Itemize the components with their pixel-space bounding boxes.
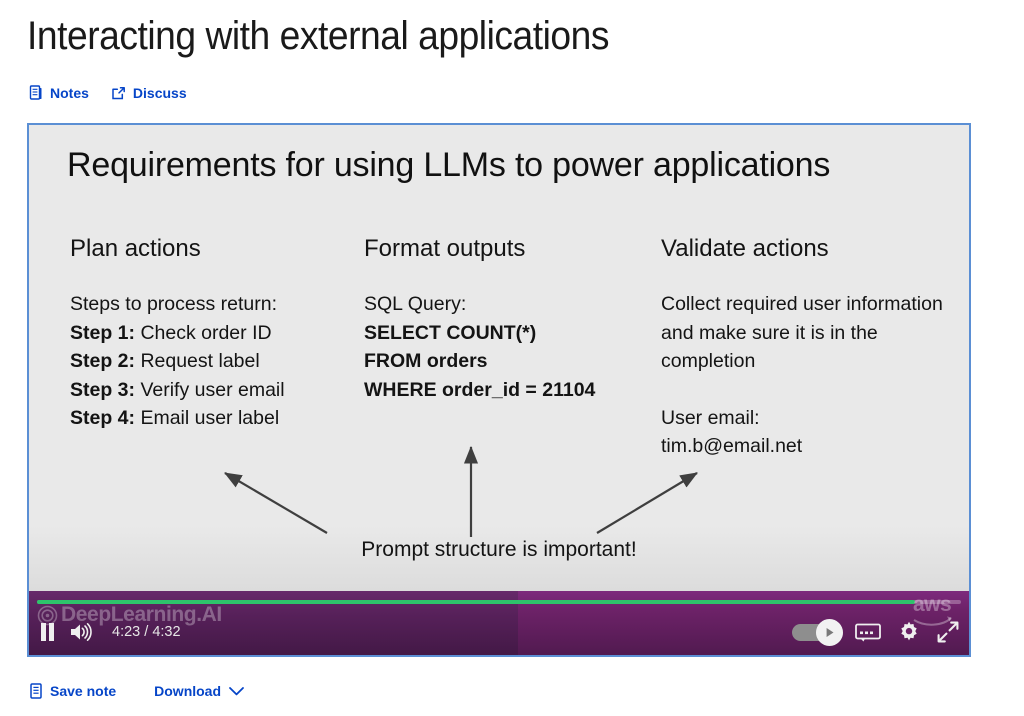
player-left-controls: 4:23 / 4:32 [39,619,181,645]
page-title: Interacting with external applications [27,14,610,58]
body-line: Step 1: Check order ID [70,321,272,344]
progress-bar-fill [37,600,915,604]
column-heading: Plan actions [70,235,201,262]
discuss-link-label: Discuss [132,85,187,101]
body-paragraph: Collect required user information and ma… [661,293,943,373]
note-icon [29,683,43,699]
download-label: Download [154,683,222,699]
notes-link-label: Notes [50,85,89,101]
notes-icon [29,85,43,101]
gear-icon [901,621,917,641]
notes-link[interactable]: Notes [29,85,89,101]
chevron-down-icon [228,685,245,697]
user-email-value: tim.b@email.net [661,435,803,458]
captions-icon [855,623,881,641]
column-body: SQL Query: SELECT COUNT(*) FROM orders W… [364,290,664,404]
column-heading: Validate actions [661,235,829,262]
body-line: Steps to process return: [70,293,278,315]
sql-line: SELECT COUNT(*) [364,321,537,344]
discuss-link[interactable]: Discuss [111,85,187,101]
progress-bar[interactable] [37,600,961,604]
slide-content: Requirements for using LLMs to power app… [29,125,969,591]
video-player[interactable]: Requirements for using LLMs to power app… [27,123,971,657]
aws-logo-label: aws [913,593,952,616]
slide-columns: Plan actions Steps to process return: St… [29,125,969,591]
fullscreen-button[interactable] [937,621,959,643]
save-note-label: Save note [50,683,117,699]
body-line: Step 2: Request label [70,350,260,373]
external-link-icon [111,86,126,101]
player-right-controls [792,618,959,646]
body-line: SQL Query: [364,293,467,315]
column-format-outputs: Format outputs SQL Query: SELECT COUNT(*… [364,235,664,404]
time-separator: / [144,624,149,640]
column-heading: Format outputs [364,235,526,262]
pause-button[interactable] [39,622,56,642]
current-time: 4:23 [112,624,141,640]
captions-button[interactable] [855,623,881,642]
download-button[interactable]: Download [154,683,245,699]
fullscreen-icon [937,621,959,643]
body-line: User email: [661,406,760,429]
column-body: Steps to process return: Step 1: Check o… [70,290,360,433]
time-display: 4:23 / 4:32 [112,624,181,640]
sql-line: FROM orders [364,350,488,373]
settings-button[interactable] [898,621,920,643]
slide-title: Requirements for using LLMs to power app… [67,146,831,184]
autoplay-toggle[interactable] [792,618,843,646]
body-line: Step 4: Email user label [70,407,280,430]
column-plan-actions: Plan actions Steps to process return: St… [70,235,360,433]
player-control-bar: DeepLearning.AI aws [29,591,969,655]
header-link-row: Notes Discuss [29,85,187,101]
body-line: Step 3: Verify user email [70,378,285,401]
column-validate-actions: Validate actions Collect required user i… [661,235,961,461]
slide-caption: Prompt structure is important! [361,538,637,561]
duration: 4:32 [152,624,181,640]
sql-line: WHERE order_id = 21104 [364,378,596,401]
footer-link-row: Save note Download [29,683,245,699]
autoplay-toggle-knob [816,618,843,646]
volume-button[interactable] [69,622,92,642]
save-note-button[interactable]: Save note [29,683,116,699]
play-icon [826,627,834,637]
column-body: Collect required user information and ma… [661,290,961,461]
